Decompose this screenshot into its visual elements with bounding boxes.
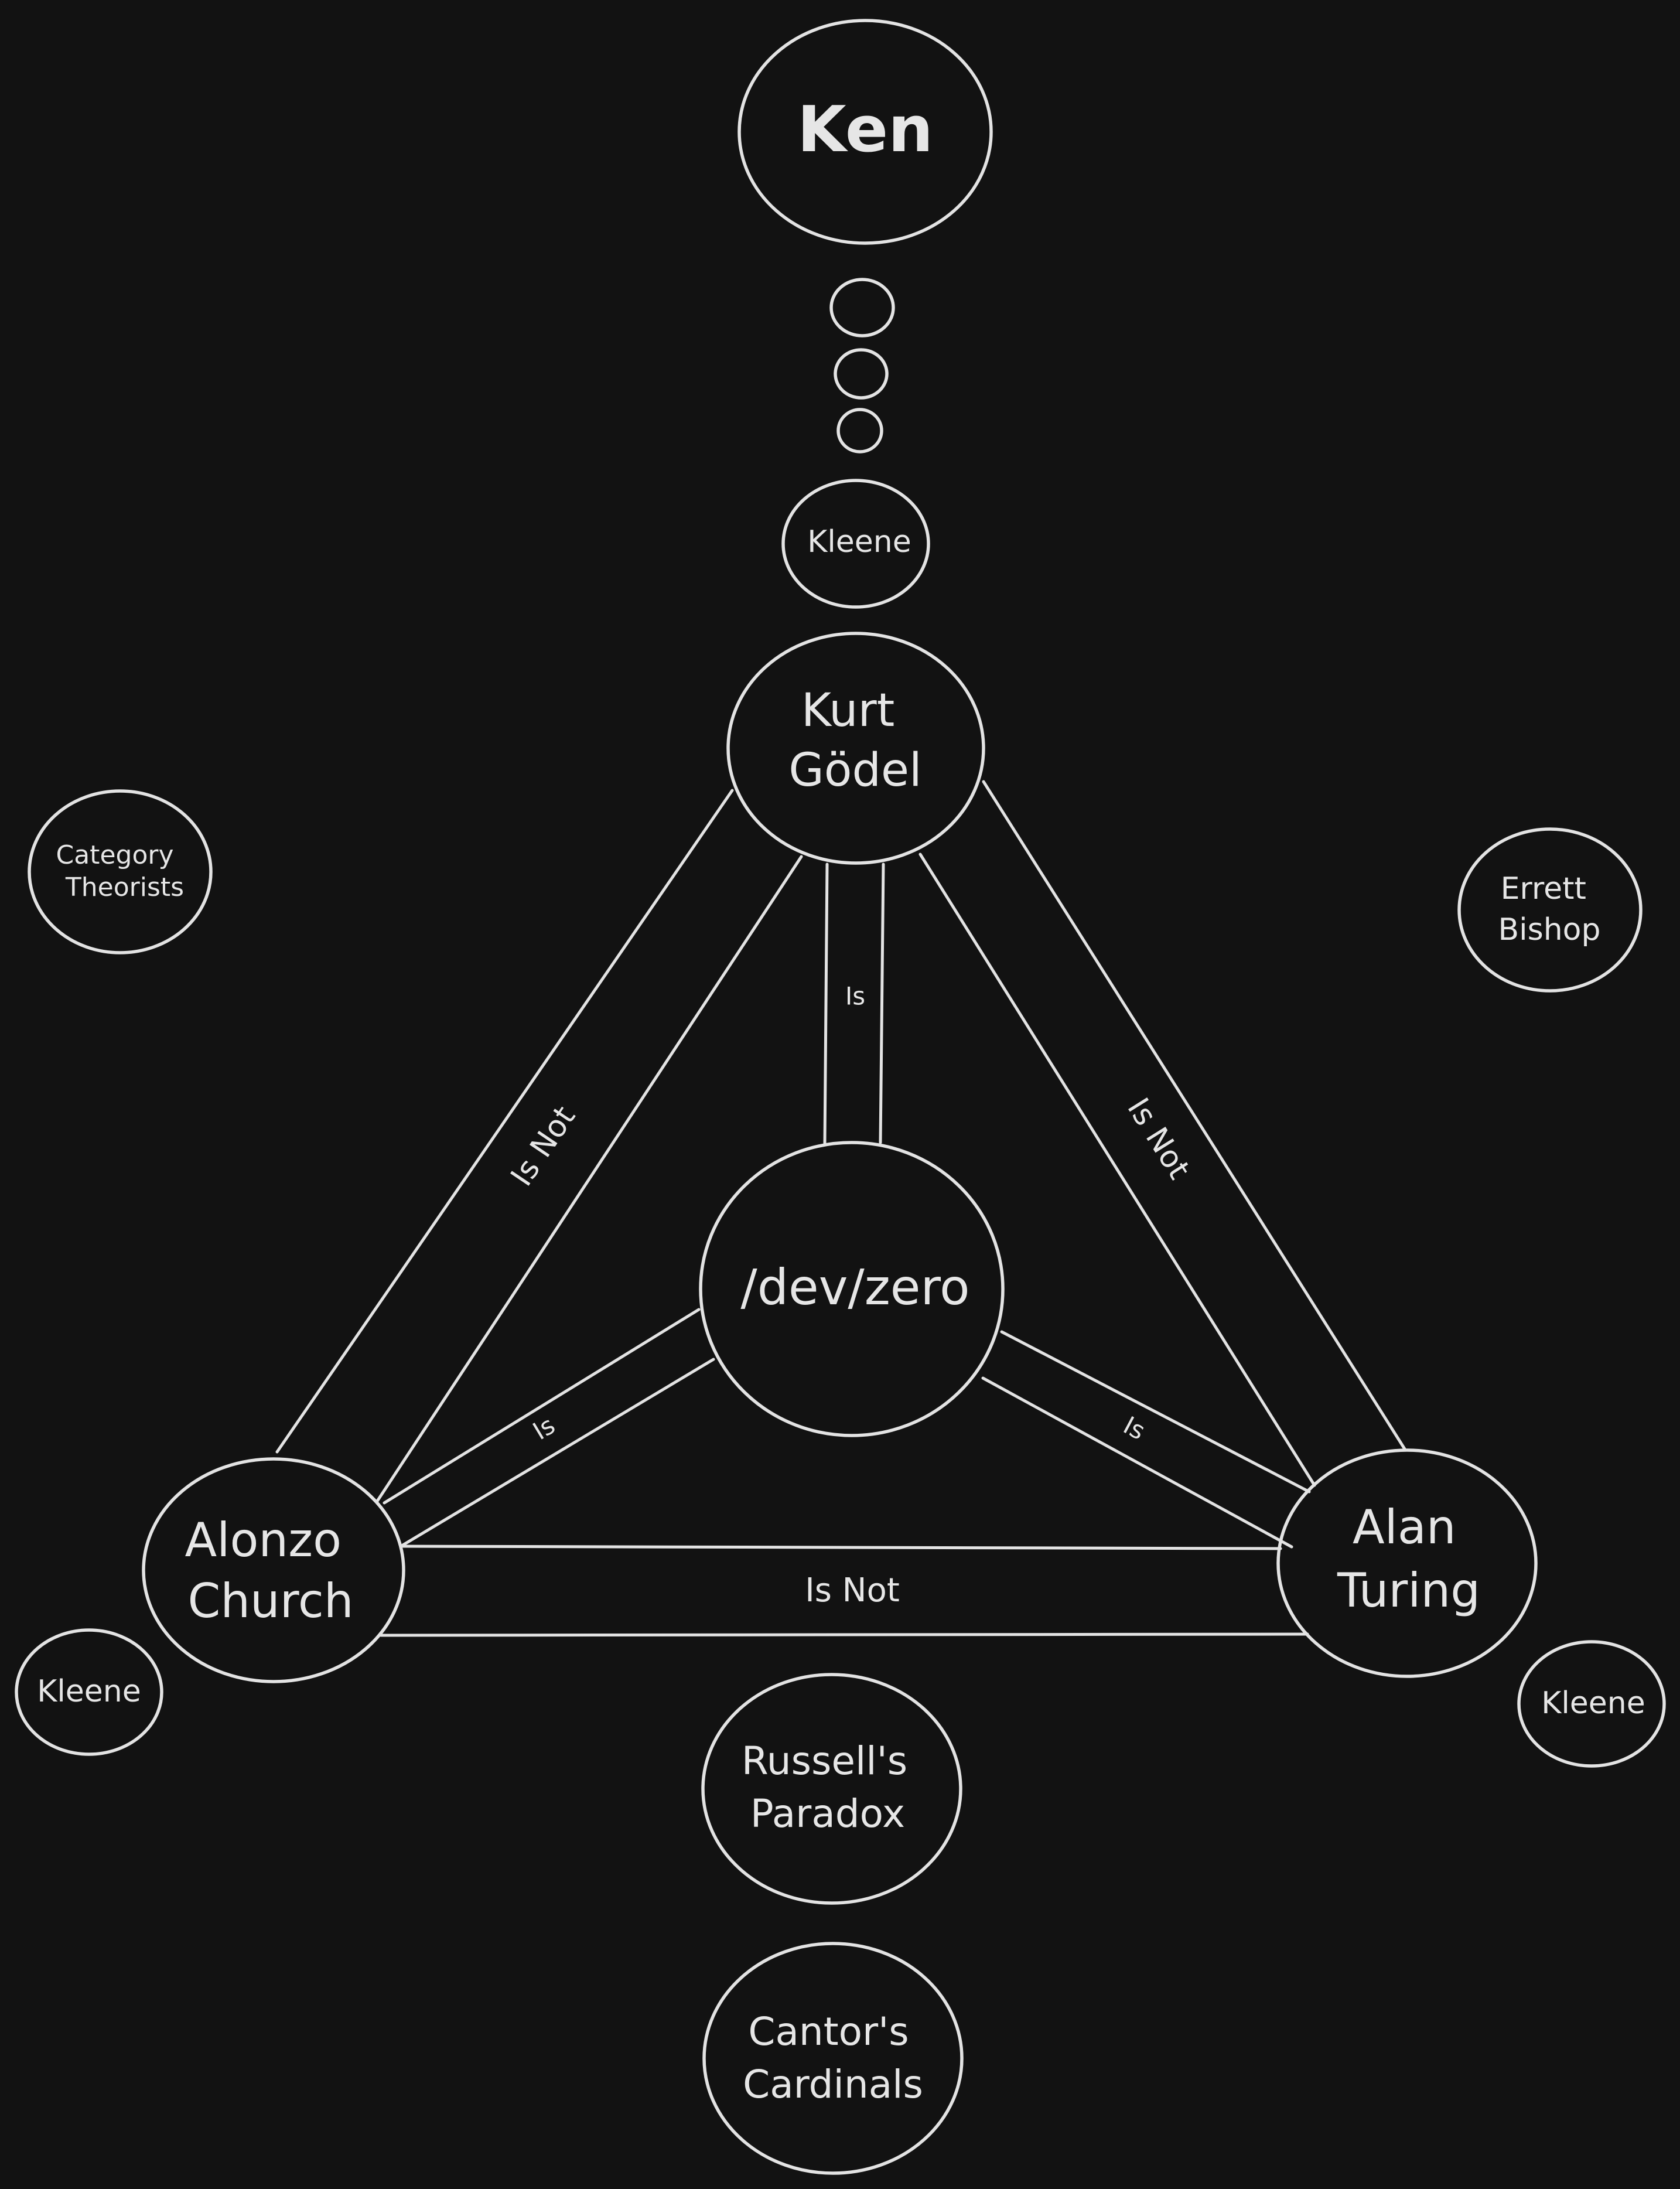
edges [275,780,1406,1637]
category-theorists-node[interactable] [28,789,213,954]
edge-turing-zero[interactable] [981,1330,1311,1549]
edge-godel-church-label: Is Not [504,1100,583,1192]
kleene-top-node[interactable] [781,479,930,609]
category-theorists-label: Category Theorists [56,840,185,902]
cantors-cardinals-label: Cantor's Cardinals [743,2009,923,2107]
edge-godel-turing-label: Is Not [1120,1092,1196,1185]
russells-paradox-node[interactable] [701,1673,962,1905]
edge-church-zero-line-upper [383,1308,701,1505]
cantors-cardinals-node[interactable] [702,1942,964,2175]
kleene-right-node[interactable] [1517,1640,1666,1768]
edge-godel-church-line-outer [275,789,734,1454]
node-labels: Ken Kleene Kurt Gödel Category Theorists… [37,93,1645,2107]
godel-node[interactable] [726,632,985,865]
edge-godel-church[interactable] [275,789,803,1503]
edge-godel-zero[interactable] [823,862,885,1145]
edge-church-zero-label: Is [528,1411,560,1446]
kleene-left-label: Kleene [37,1674,141,1709]
ken-label: Ken [797,93,933,166]
edge-godel-zero-label: Is [845,982,865,1011]
dev-zero-label: /dev/zero [740,1259,969,1316]
edge-godel-turing-line-inner [918,853,1316,1487]
errett-bishop-label: Errett Bishop [1498,871,1601,947]
alan-turing-label: Alan Turing [1337,1500,1480,1618]
thought-bubble-large [829,278,895,337]
alan-turing-node[interactable] [1276,1448,1538,1678]
edge-godel-turing[interactable] [918,780,1406,1487]
kleene-top-label: Kleene [807,524,911,560]
godel-label: Kurt Gödel [788,684,921,797]
edge-church-turing-label: Is Not [805,1571,900,1610]
edge-godel-zero-line-right [879,862,885,1144]
errett-bishop-node[interactable] [1457,827,1643,993]
edge-church-turing[interactable] [379,1544,1309,1637]
edge-church-turing-line-top [400,1544,1282,1550]
russells-paradox-label: Russell's Paradox [742,1738,920,1836]
edge-turing-zero-line-lower [981,1376,1293,1549]
dev-zero-node[interactable] [699,1141,1005,1437]
node-shapes [15,19,1666,2175]
edge-church-zero-line-lower [400,1358,715,1547]
edge-godel-zero-line-left [823,862,829,1145]
alonzo-church-node[interactable] [142,1457,405,1683]
edge-turing-zero-label: Is [1119,1411,1150,1445]
edge-godel-turing-line-outer [982,780,1406,1451]
ken-node[interactable] [737,19,993,245]
edge-church-zero[interactable] [383,1308,715,1547]
edge-church-turing-line-bottom [379,1632,1309,1637]
alonzo-church-label: Alonzo Church [185,1513,357,1628]
edge-godel-church-line-inner [375,855,803,1503]
kleene-left-node[interactable] [15,1628,163,1756]
kleene-right-label: Kleene [1541,1686,1645,1721]
thought-bubble-small [836,408,883,454]
edge-turing-zero-line-upper [1000,1330,1311,1494]
thought-bubble-medium [834,348,889,400]
